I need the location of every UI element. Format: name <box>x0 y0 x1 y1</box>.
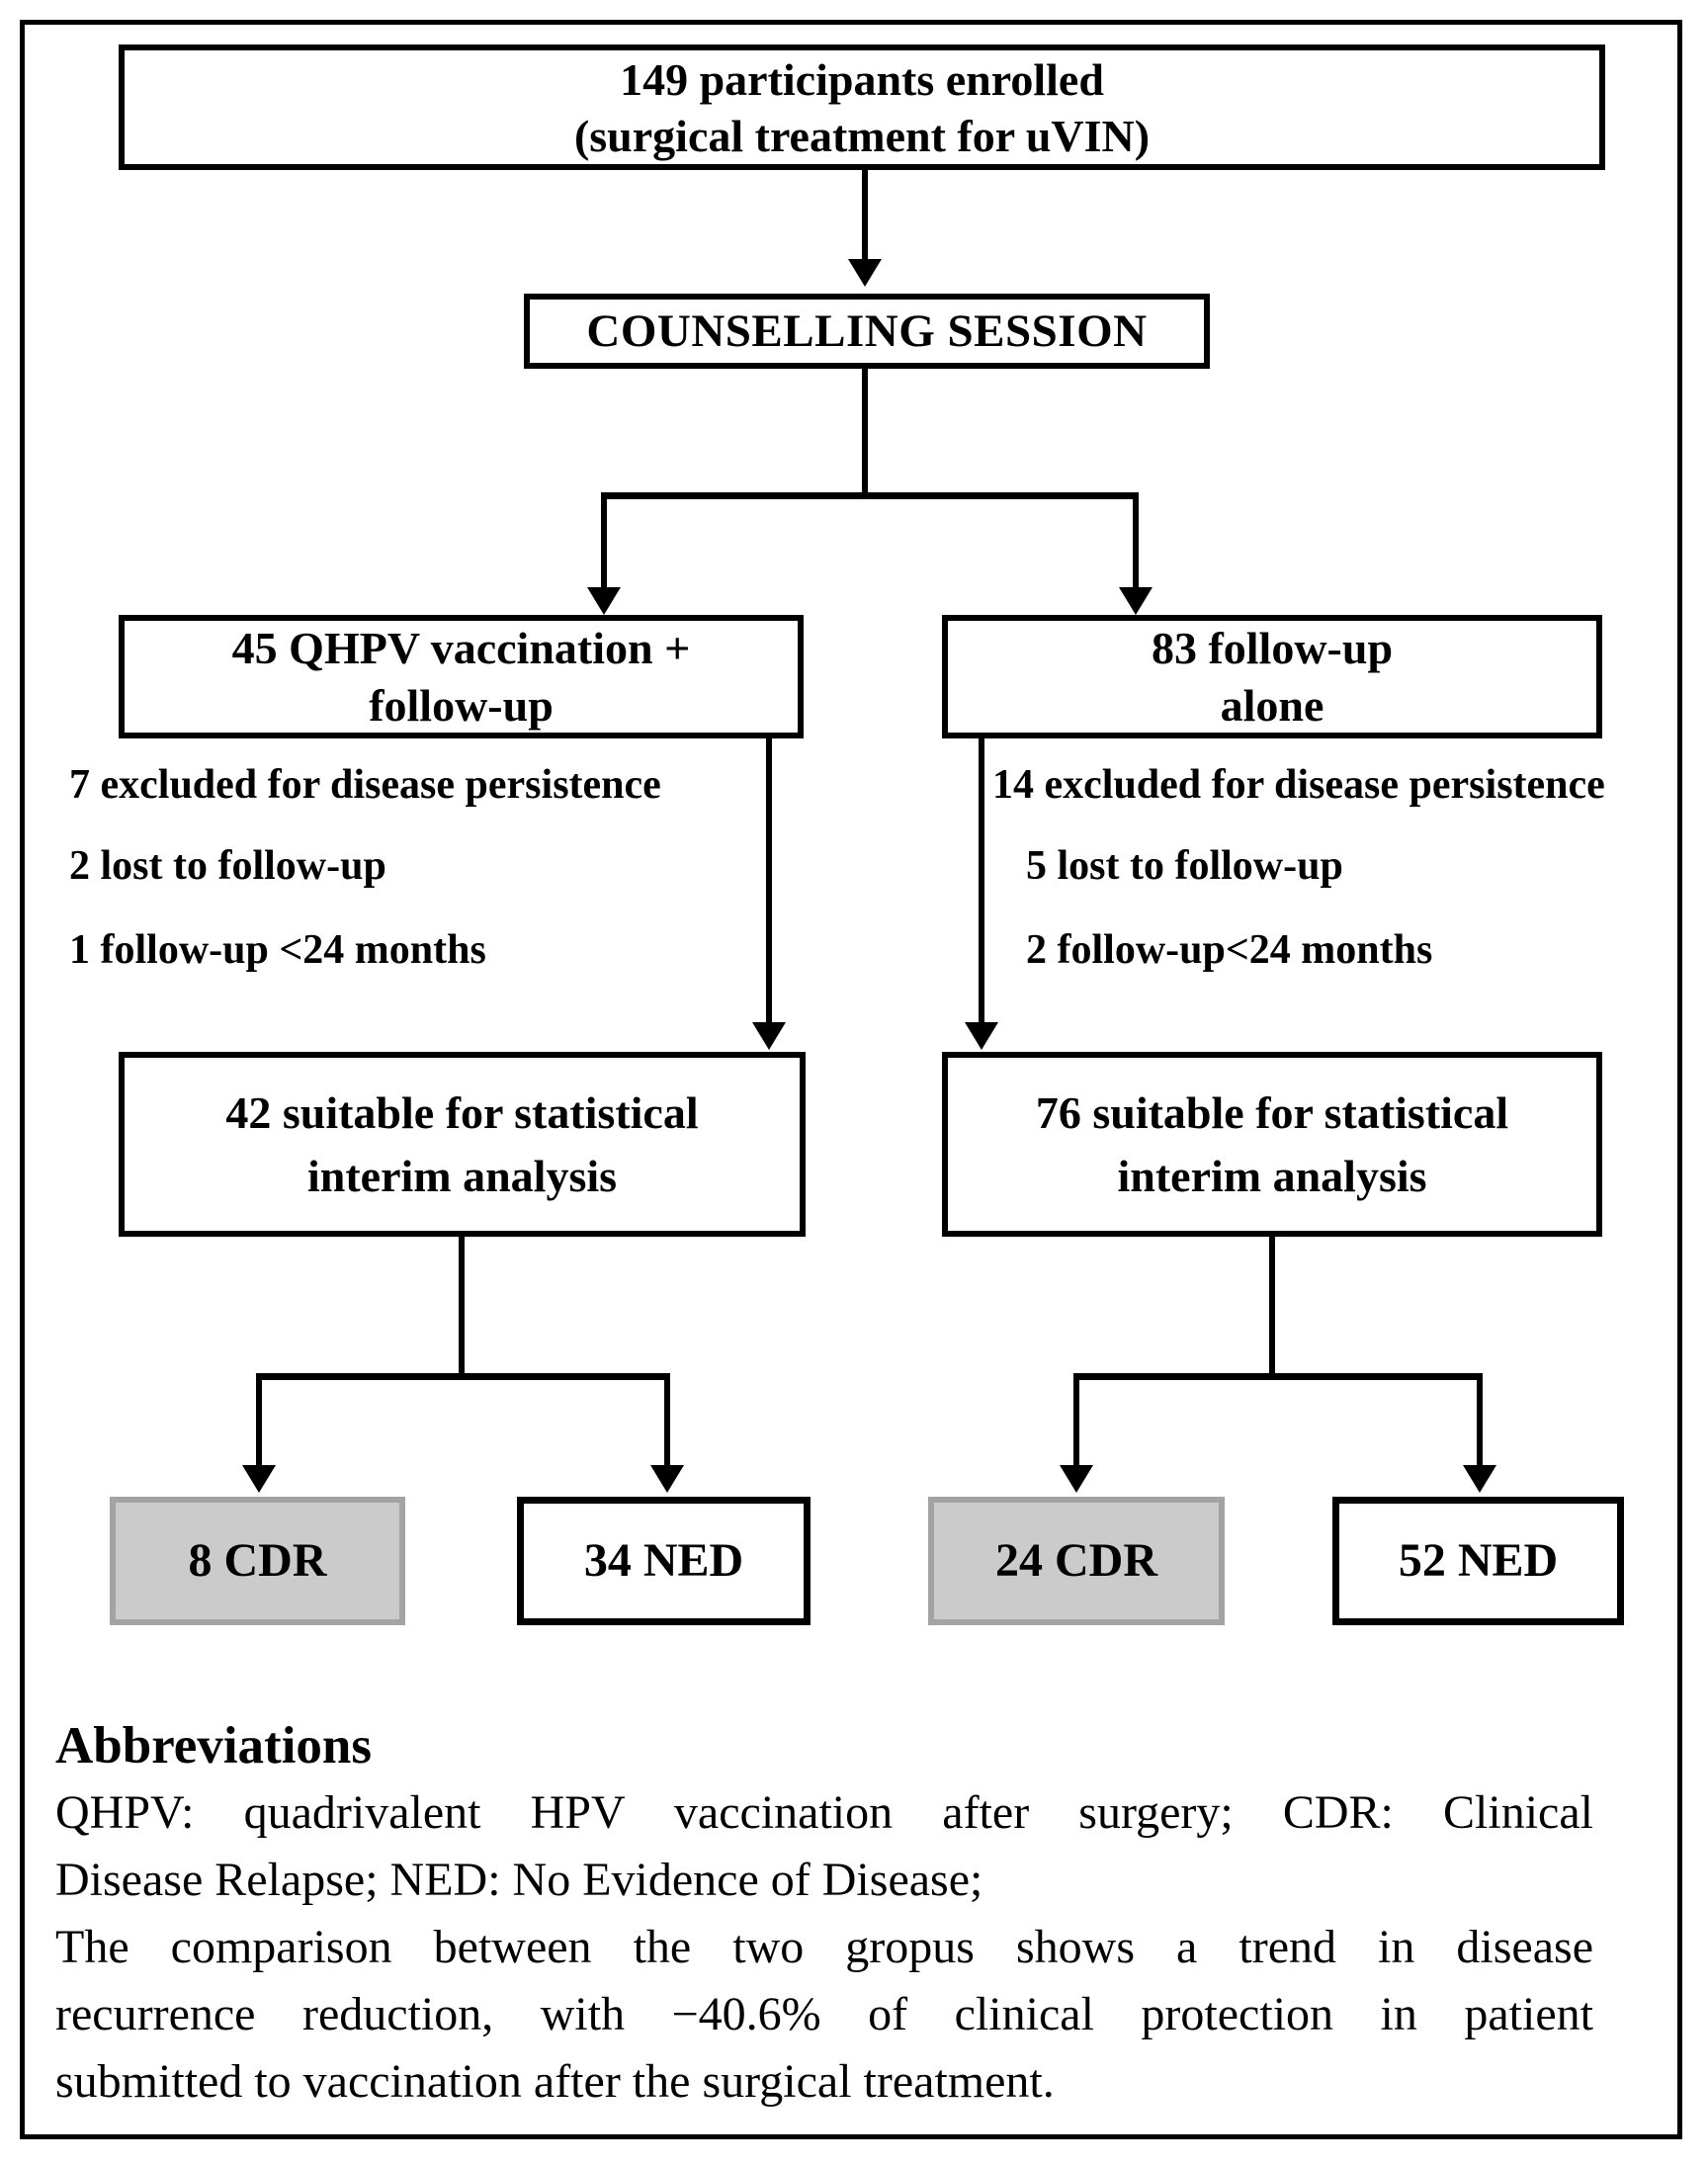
right-outcome-horizontal-line <box>1073 1373 1480 1380</box>
split-right-line <box>1133 492 1139 589</box>
right-cdr-label: 24 CDR <box>995 1534 1157 1587</box>
right-exclusion-3: 2 follow-up<24 months <box>1026 927 1433 973</box>
footer-line-1: QHPV: quadrivalent HPV vaccination after… <box>55 1786 1593 1839</box>
footer-line-4: recurrence reduction, with −40.6% of cli… <box>55 1988 1593 2040</box>
right-suitable-box: 76 suitable for statistical interim anal… <box>942 1052 1602 1237</box>
connector-left-suitable-split <box>459 1237 465 1376</box>
left-suitable-line1: 42 suitable for statistical <box>225 1086 699 1138</box>
left-cdr-box: 8 CDR <box>110 1497 405 1625</box>
enrollment-line1: 149 participants enrolled <box>620 53 1104 105</box>
split-left-line <box>601 492 607 589</box>
right-suitable-line2: interim analysis <box>1117 1150 1427 1201</box>
connector-vaccination-suitable <box>766 738 772 1022</box>
footer-line-3: The comparison between the two gropus sh… <box>55 1921 1593 1973</box>
counselling-box: COUNSELLING SESSION <box>524 294 1210 369</box>
arrowhead-down-icon <box>650 1465 684 1493</box>
connector-right-suitable-split <box>1269 1237 1275 1376</box>
left-cdr-label: 8 CDR <box>188 1534 327 1587</box>
vaccination-arm-line2: follow-up <box>369 679 554 731</box>
left-ned-box: 34 NED <box>517 1497 811 1625</box>
right-exclusion-1: 14 excluded for disease persistence <box>992 762 1605 808</box>
right-exclusion-2: 5 lost to follow-up <box>1026 843 1343 889</box>
connector-enrollment-counselling <box>862 170 868 259</box>
connector-followup-suitable <box>979 738 984 1022</box>
followup-arm-line1: 83 follow-up <box>1151 622 1394 673</box>
left-cdr-line <box>256 1373 262 1465</box>
arrowhead-down-icon <box>587 587 621 615</box>
right-cdr-box: 24 CDR <box>928 1497 1225 1625</box>
left-outcome-horizontal-line <box>256 1373 670 1380</box>
followup-arm-box: 83 follow-up alone <box>942 615 1602 738</box>
vaccination-arm-line1: 45 QHPV vaccination + <box>231 622 691 673</box>
arrowhead-down-icon <box>848 259 882 287</box>
connector-counselling-split <box>862 369 868 496</box>
arrowhead-down-icon <box>242 1465 276 1493</box>
arrowhead-down-icon <box>752 1022 786 1050</box>
right-suitable-line1: 76 suitable for statistical <box>1035 1086 1509 1138</box>
left-exclusion-3: 1 follow-up <24 months <box>69 927 486 973</box>
enrollment-box: 149 participants enrolled (surgical trea… <box>119 44 1605 170</box>
split-horizontal-line <box>601 492 1139 499</box>
abbreviations-paragraph: QHPV: quadrivalent HPV vaccination after… <box>55 1779 1593 2116</box>
arrowhead-down-icon <box>1463 1465 1496 1493</box>
arrowhead-down-icon <box>965 1022 998 1050</box>
right-ned-line <box>1477 1373 1483 1465</box>
counselling-label: COUNSELLING SESSION <box>586 305 1148 357</box>
enrollment-line2: (surgical treatment for uVIN) <box>573 110 1151 161</box>
left-ned-label: 34 NED <box>583 1534 744 1587</box>
left-suitable-line2: interim analysis <box>306 1150 618 1201</box>
left-suitable-box: 42 suitable for statistical interim anal… <box>119 1052 806 1237</box>
abbreviations-heading: Abbreviations <box>55 1717 373 1775</box>
right-cdr-line <box>1073 1373 1079 1465</box>
followup-arm-line2: alone <box>1220 679 1324 731</box>
right-ned-box: 52 NED <box>1332 1497 1624 1625</box>
vaccination-arm-box: 45 QHPV vaccination + follow-up <box>119 615 804 738</box>
right-ned-label: 52 NED <box>1398 1534 1559 1587</box>
outer-border <box>20 20 1682 2139</box>
left-exclusion-1: 7 excluded for disease persistence <box>69 762 661 808</box>
arrowhead-down-icon <box>1119 587 1153 615</box>
footer-line-5: submitted to vaccination after the surgi… <box>55 2055 1055 2108</box>
left-exclusion-2: 2 lost to follow-up <box>69 843 386 889</box>
arrowhead-down-icon <box>1060 1465 1093 1493</box>
left-ned-line <box>664 1373 670 1465</box>
footer-line-2: Disease Relapse; NED: No Evidence of Dis… <box>55 1854 983 1906</box>
